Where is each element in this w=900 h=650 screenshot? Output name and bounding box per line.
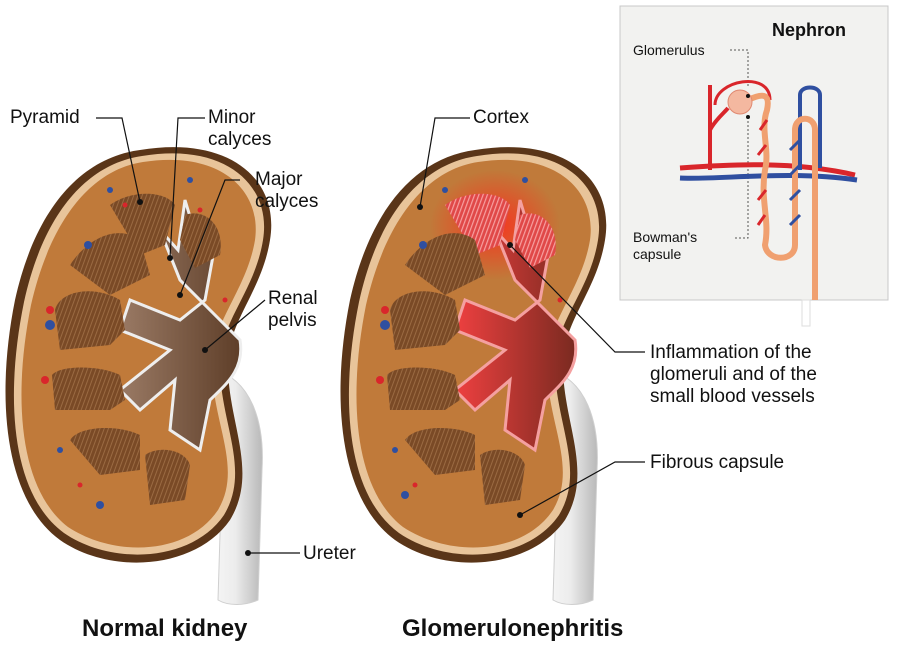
label-major-calyces: Major calyces	[255, 169, 319, 212]
pyramid	[390, 291, 460, 350]
pyramid	[480, 449, 525, 505]
title-glomerulonephritis: Glomerulonephritis	[402, 615, 624, 642]
pyramid	[180, 213, 221, 268]
label-pyramid: Pyramid	[10, 107, 80, 128]
pyramid	[70, 233, 150, 295]
pyramid	[70, 428, 140, 475]
renal-pelvis-inflamed	[452, 199, 578, 453]
label-ureter: Ureter	[303, 543, 356, 564]
nephron-inset	[619, 5, 889, 327]
pyramid	[405, 233, 485, 295]
renal-pelvis-normal	[117, 199, 243, 453]
tubule	[746, 92, 818, 300]
pyramid-inflamed	[445, 193, 510, 255]
label-fibrous-capsule: Fibrous capsule	[650, 452, 785, 473]
glomerulus	[727, 89, 753, 115]
pyramid	[52, 367, 125, 410]
leader-dots	[137, 199, 523, 556]
pyramid	[110, 193, 175, 255]
label-renal-pelvis: Renal pelvis	[268, 288, 318, 331]
label-glomerulus: Glomerulus	[633, 42, 705, 58]
leader-lines	[96, 117, 645, 554]
disease-kidney	[340, 147, 607, 605]
pyramid	[55, 291, 125, 350]
label-bowmans-capsule: Bowman's capsule	[633, 229, 698, 262]
blood-vessel-dots	[45, 177, 193, 509]
pyramid	[405, 428, 475, 475]
nephron-title: Nephron	[772, 20, 846, 40]
label-minor-calyces: Minor calyces	[208, 107, 272, 150]
label-cortex: Cortex	[473, 107, 529, 128]
pyramid	[387, 367, 460, 410]
artery	[679, 162, 856, 178]
pyramid-inflamed	[515, 213, 556, 268]
vein	[679, 172, 858, 183]
label-inflammation: Inflammation of the glomeruli and of the…	[650, 342, 817, 407]
vein-loop	[798, 85, 822, 170]
title-normal-kidney: Normal kidney	[82, 615, 248, 642]
normal-kidney	[5, 147, 272, 605]
pyramid	[145, 449, 190, 505]
